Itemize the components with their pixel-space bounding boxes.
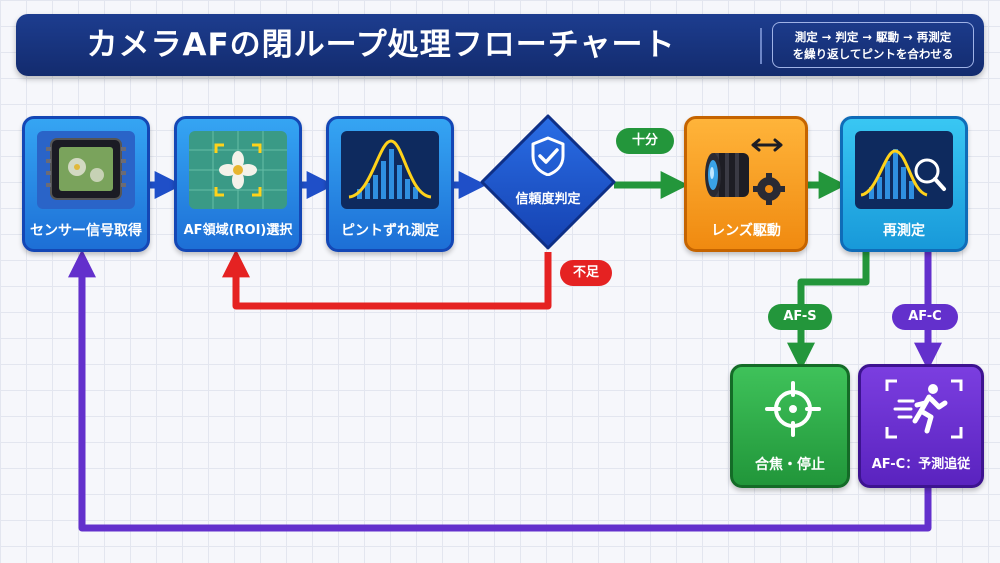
arrow-insufficient-loop <box>222 249 552 310</box>
page-title: カメラAFの閉ループ処理フローチャート <box>86 27 676 63</box>
crosshair-icon <box>765 381 821 437</box>
node-label: レンズ駆動 <box>711 223 781 239</box>
flower-focus-icon <box>189 131 287 209</box>
node-label: AF領域(ROI)選択 <box>183 223 293 238</box>
node-track: AF-C：予測追従 <box>858 364 984 488</box>
histogram-curve-icon <box>341 131 439 209</box>
running-person-icon <box>885 379 963 439</box>
arrow-return-loop <box>68 249 932 532</box>
node-label: 合焦・停止 <box>755 457 825 473</box>
node-sensor: センサー信号取得 <box>22 116 150 252</box>
title-bar: カメラAFの閉ループ処理フローチャート 測定 → 判定 → 駆動 → 再測定 を… <box>16 14 984 76</box>
shield-check-icon <box>531 136 565 176</box>
node-roi: AF領域(ROI)選択 <box>174 116 302 252</box>
title-divider <box>760 28 762 64</box>
lens-gear-icon <box>699 131 793 209</box>
node-stop: 合焦・停止 <box>730 364 850 488</box>
node-label: センサー信号取得 <box>30 223 142 239</box>
subtitle-line-2: を繰り返してピントを合わせる <box>792 47 954 61</box>
node-label: AF-C：予測追従 <box>871 457 971 472</box>
node-defocus: ピントずれ測定 <box>326 116 454 252</box>
subtitle-line-1: 測定 → 判定 → 駆動 → 再測定 <box>794 30 952 44</box>
sensor-chip-icon <box>37 131 135 209</box>
histogram-search-icon <box>855 131 953 209</box>
node-label: ピントずれ測定 <box>341 223 439 239</box>
node-lens: レンズ駆動 <box>684 116 808 252</box>
branch-label-enough: 十分 <box>616 128 674 154</box>
node-label: 信頼度判定 <box>515 192 581 207</box>
branch-label-afc: AF-C <box>892 304 958 330</box>
node-remeasure: 再測定 <box>840 116 968 252</box>
node-decision: 信頼度判定 <box>478 112 618 252</box>
branch-label-afs: AF-S <box>768 304 832 330</box>
node-label: 再測定 <box>883 223 925 239</box>
branch-label-insufficient: 不足 <box>560 260 612 286</box>
subtitle-box: 測定 → 判定 → 駆動 → 再測定 を繰り返してピントを合わせる <box>772 22 974 68</box>
